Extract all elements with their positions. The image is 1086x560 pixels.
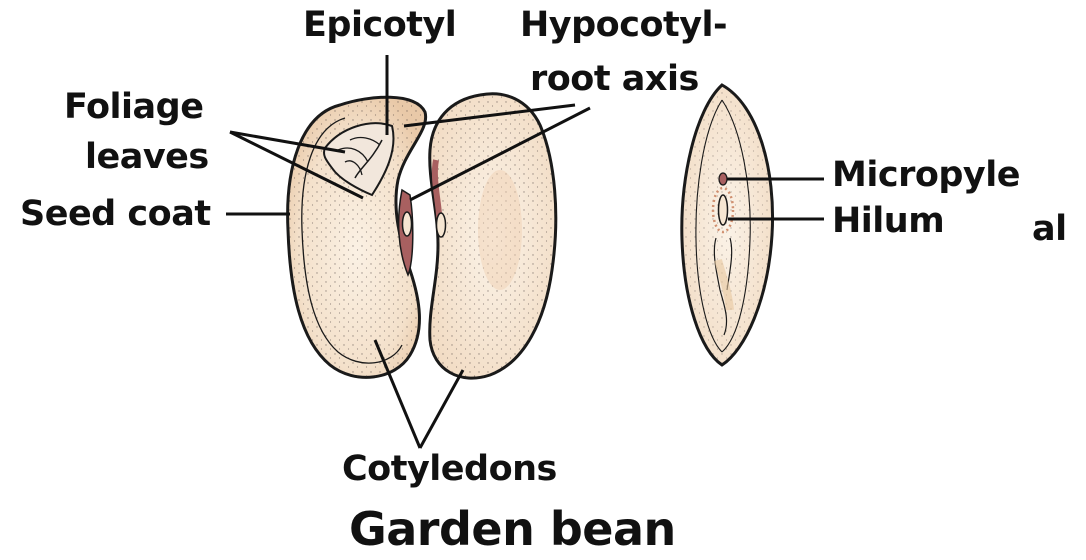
- cut-off-label: al: [1032, 210, 1067, 248]
- seed-side-view: [682, 85, 773, 365]
- hilum-label: Hilum: [832, 202, 944, 240]
- epicotyl-label: Epicotyl: [303, 6, 456, 44]
- hypocotyl-label-line2: root axis: [530, 60, 699, 98]
- foliage-label-line2: leaves: [85, 138, 209, 176]
- diagram-title: Garden bean: [349, 504, 676, 554]
- hilum-mark: [719, 195, 728, 225]
- foliage-label-line1: Foliage: [64, 88, 203, 126]
- seed-coat-label: Seed coat: [20, 195, 211, 233]
- micropyle-label: Micropyle: [832, 156, 1020, 194]
- hypocotyl-label-line1: Hypocotyl-: [520, 6, 727, 44]
- cotyledons-label: Cotyledons: [342, 450, 557, 488]
- cotyledons-leader-2: [420, 370, 463, 448]
- micropyle-dot: [719, 173, 727, 185]
- left-cotyledon: [288, 97, 426, 377]
